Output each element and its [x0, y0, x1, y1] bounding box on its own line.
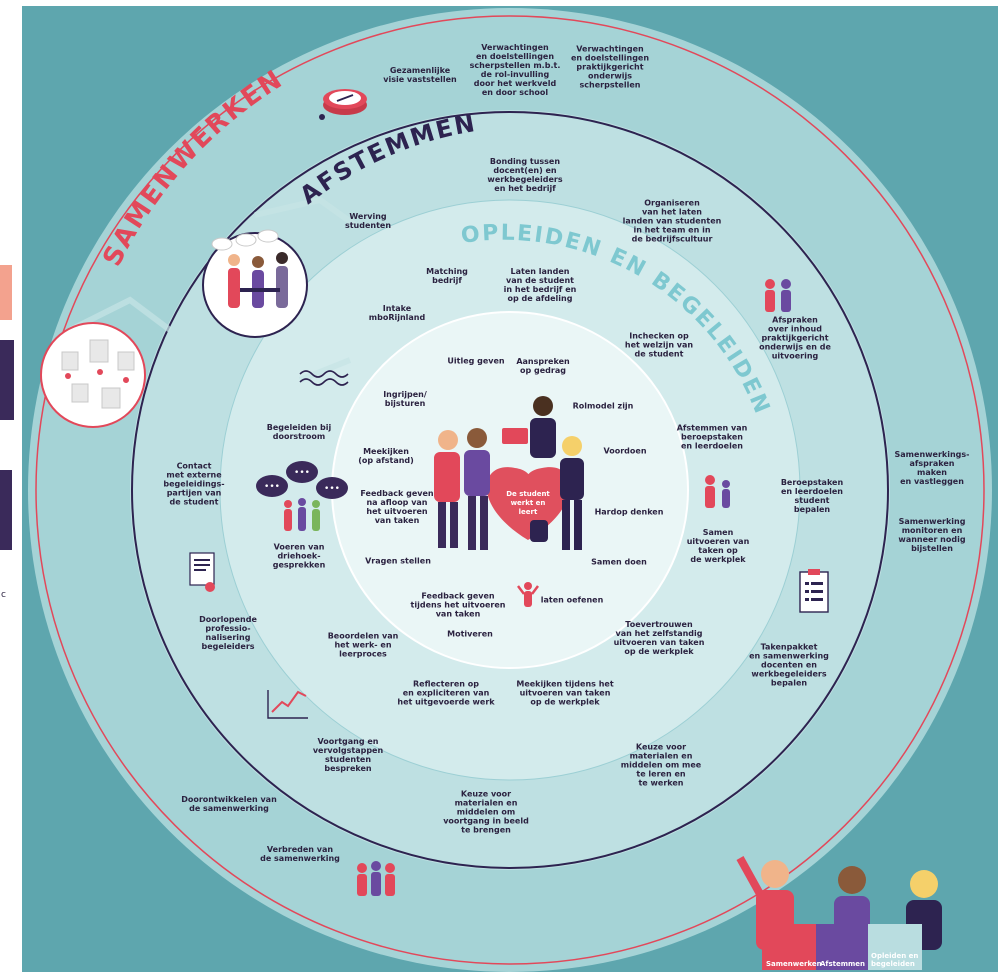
label-laten-oefenen: laten oefenen	[540, 595, 604, 605]
compass-icon	[319, 89, 367, 120]
label-afstemmen-beroepstaken: Afstemmen van beroepstaken en leerdoelen	[676, 423, 748, 451]
label-uitleg: Uitleg geven	[447, 356, 505, 366]
legend-samenwerken: Samenwerken	[766, 960, 822, 968]
label-samen-doen: Samen doen	[591, 557, 647, 567]
person-4-head	[562, 436, 582, 456]
wave-icon	[299, 370, 349, 386]
chat-bubbles-icon: ••• ••• •••	[256, 461, 348, 531]
label-inchecken: Inchecken op het welzijn van de student	[624, 331, 694, 359]
person-3-body	[530, 418, 556, 458]
clipboard-checklist-icon	[799, 569, 829, 613]
fragment-purple-2	[0, 470, 12, 550]
label-doorlopende: Doorlopende professio- nalisering begele…	[199, 615, 257, 651]
label-keuze-leren: Keuze voor materialen en middelen om mee…	[620, 742, 702, 788]
collaborating-people-icon	[705, 475, 730, 508]
central-illustration	[434, 396, 584, 550]
label-samen-uitvoeren: Samen uitvoeren van taken op de werkplek	[686, 528, 750, 564]
label-afspraken-inhoud: Afspraken over inhoud praktijkgericht on…	[759, 315, 831, 361]
label-toevertrouwen: Toevertrouwen van het zelfstandig uitvoe…	[613, 620, 705, 656]
handshake-people-icon	[765, 279, 791, 312]
fragment-orange	[0, 265, 12, 320]
village-illustration	[40, 322, 146, 428]
label-ingrijpen: Ingrijpen/ bijsturen	[383, 390, 427, 408]
label-hardop: Hardop denken	[594, 507, 664, 517]
label-verbreden: Verbreden van de samenwerking	[260, 845, 340, 863]
legend-afstemmen: Afstemmen	[820, 960, 866, 968]
heart-shape	[486, 467, 570, 540]
laptop	[502, 428, 528, 444]
legend-opleiden: Opleiden en begeleiden	[871, 952, 919, 968]
label-begeleiden-doorstroom: Begeleiden bij doorstroom	[266, 423, 332, 441]
label-meekijken-tijdens: Meekijken tijdens het uitvoeren van take…	[516, 679, 614, 707]
label-organiseren: Organiseren van het laten landen van stu…	[622, 198, 722, 244]
label-laten-landen: Laten landen van de student in het bedri…	[503, 267, 577, 303]
label-voeren: Voeren van driehoek- gesprekken	[272, 542, 326, 570]
fragment-purple	[0, 340, 14, 420]
svg-text:•••: •••	[264, 482, 280, 492]
people-chat-illustration	[202, 229, 308, 338]
puzzle-characters	[736, 856, 942, 970]
core-center-line-3: leert	[519, 508, 538, 516]
label-beoordelen: Beoordelen van het werk- en leerproces	[327, 631, 399, 659]
label-takenpakket: Takenpakket en samenwerking docenten en …	[749, 642, 829, 688]
person-2-body	[464, 450, 490, 496]
middle-ring-border	[131, 111, 889, 869]
backpack	[530, 520, 548, 542]
label-verwachtingen-rol: Verwachtingen en doelstellingen scherpst…	[469, 43, 561, 97]
label-intake: Intake mboRijnland	[368, 304, 426, 322]
label-voortgang: Voortgang en vervolgstappen studenten be…	[312, 737, 384, 773]
line-chart-icon	[267, 690, 308, 719]
label-samenwerkingsafspraken: Samenwerkings- afspraken maken en vastle…	[894, 450, 970, 486]
label-verwachtingen-onderwijs: Verwachtingen en doelstellingen praktijk…	[570, 44, 650, 90]
label-werving: Werving studenten	[344, 212, 392, 230]
svg-text:•••: •••	[324, 484, 340, 494]
deco-path-3	[298, 357, 352, 383]
label-feedback-tijdens: Feedback geven tijdens het uitvoeren van…	[410, 591, 506, 619]
label-meekijken-afstand: Meekijken (op afstand)	[358, 447, 414, 465]
person-1-body	[434, 452, 460, 502]
label-contact: Contact met externe begeleidings- partij…	[163, 461, 225, 507]
label-motiveren: Motiveren	[447, 629, 493, 639]
document-certificate-icon	[189, 552, 215, 592]
decorative-paths	[68, 196, 357, 383]
person-4-body	[560, 458, 584, 500]
student-figure-icon	[517, 582, 539, 607]
person-1-head	[438, 430, 458, 450]
svg-text:•••: •••	[294, 468, 310, 478]
core-center-line-2: werkt en	[511, 499, 546, 507]
left-fragment-text: c	[1, 590, 6, 600]
label-reflecteren: Reflecteren op en expliciteren van het u…	[397, 679, 495, 707]
label-bonding: Bonding tussen docent(en) en werkbegelei…	[487, 157, 563, 193]
label-feedback-afloop: Feedback geven na afloop van het uitvoer…	[360, 489, 434, 525]
label-gezamenlijke-visie: Gezamenlijke visie vaststellen	[383, 66, 457, 84]
left-page-fragments	[0, 265, 14, 550]
label-rolmodel: Rolmodel zijn	[572, 401, 634, 411]
deco-path-2	[254, 196, 357, 228]
label-aanspreken: Aanspreken op gedrag	[516, 357, 570, 375]
label-samenwerking-monitoren: Samenwerking monitoren en wanneer nodig …	[898, 517, 966, 553]
label-beroepstaken-bepalen: Beroepstaken en leerdoelen student bepal…	[780, 478, 844, 514]
person-3-head	[533, 396, 553, 416]
outer-ring-border	[35, 15, 985, 965]
person-2-head	[467, 428, 487, 448]
label-matching: Matching bedrijf	[426, 267, 468, 285]
inner-ring-border	[219, 199, 801, 781]
deco-path-1	[68, 296, 172, 333]
label-keuze-voortgang: Keuze voor materialen en middelen om voo…	[443, 789, 529, 835]
label-voordoen: Voordoen	[603, 446, 647, 456]
core-center-line-1: De student	[506, 490, 550, 498]
label-doorontwikkelen: Doorontwikkelen van de samenwerking	[181, 795, 277, 813]
label-vragen: Vragen stellen	[365, 556, 431, 566]
people-group-icon	[357, 861, 395, 896]
